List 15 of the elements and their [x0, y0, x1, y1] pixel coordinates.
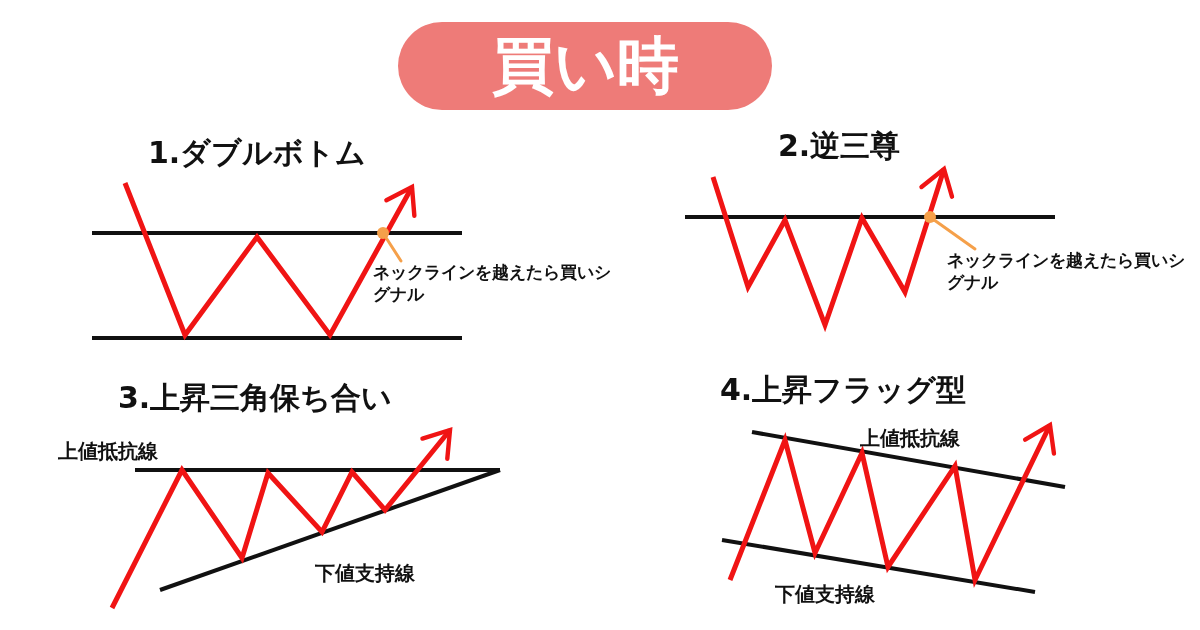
- leader-line: [933, 219, 977, 251]
- line-label: 上値抵抗線: [860, 425, 960, 452]
- title-banner: 買い時: [398, 22, 772, 110]
- heading: 3.上昇三角保ち合い: [118, 379, 393, 417]
- marker-dot: [924, 211, 936, 223]
- line-label: 下値支持線: [315, 560, 415, 587]
- marker-dot: [377, 227, 389, 239]
- line-label: 上値抵抗線: [58, 438, 158, 465]
- line-label: 下値支持線: [775, 581, 875, 608]
- heading: 1.ダブルボトム: [148, 134, 367, 172]
- heading: 2.逆三尊: [778, 127, 901, 165]
- heading: 4.上昇フラッグ型: [720, 371, 967, 409]
- callout-text: ネックラインを越えたら買いシグナル: [373, 261, 623, 305]
- leader-line: [384, 236, 403, 263]
- callout-text: ネックラインを越えたら買いシグナル: [947, 249, 1197, 293]
